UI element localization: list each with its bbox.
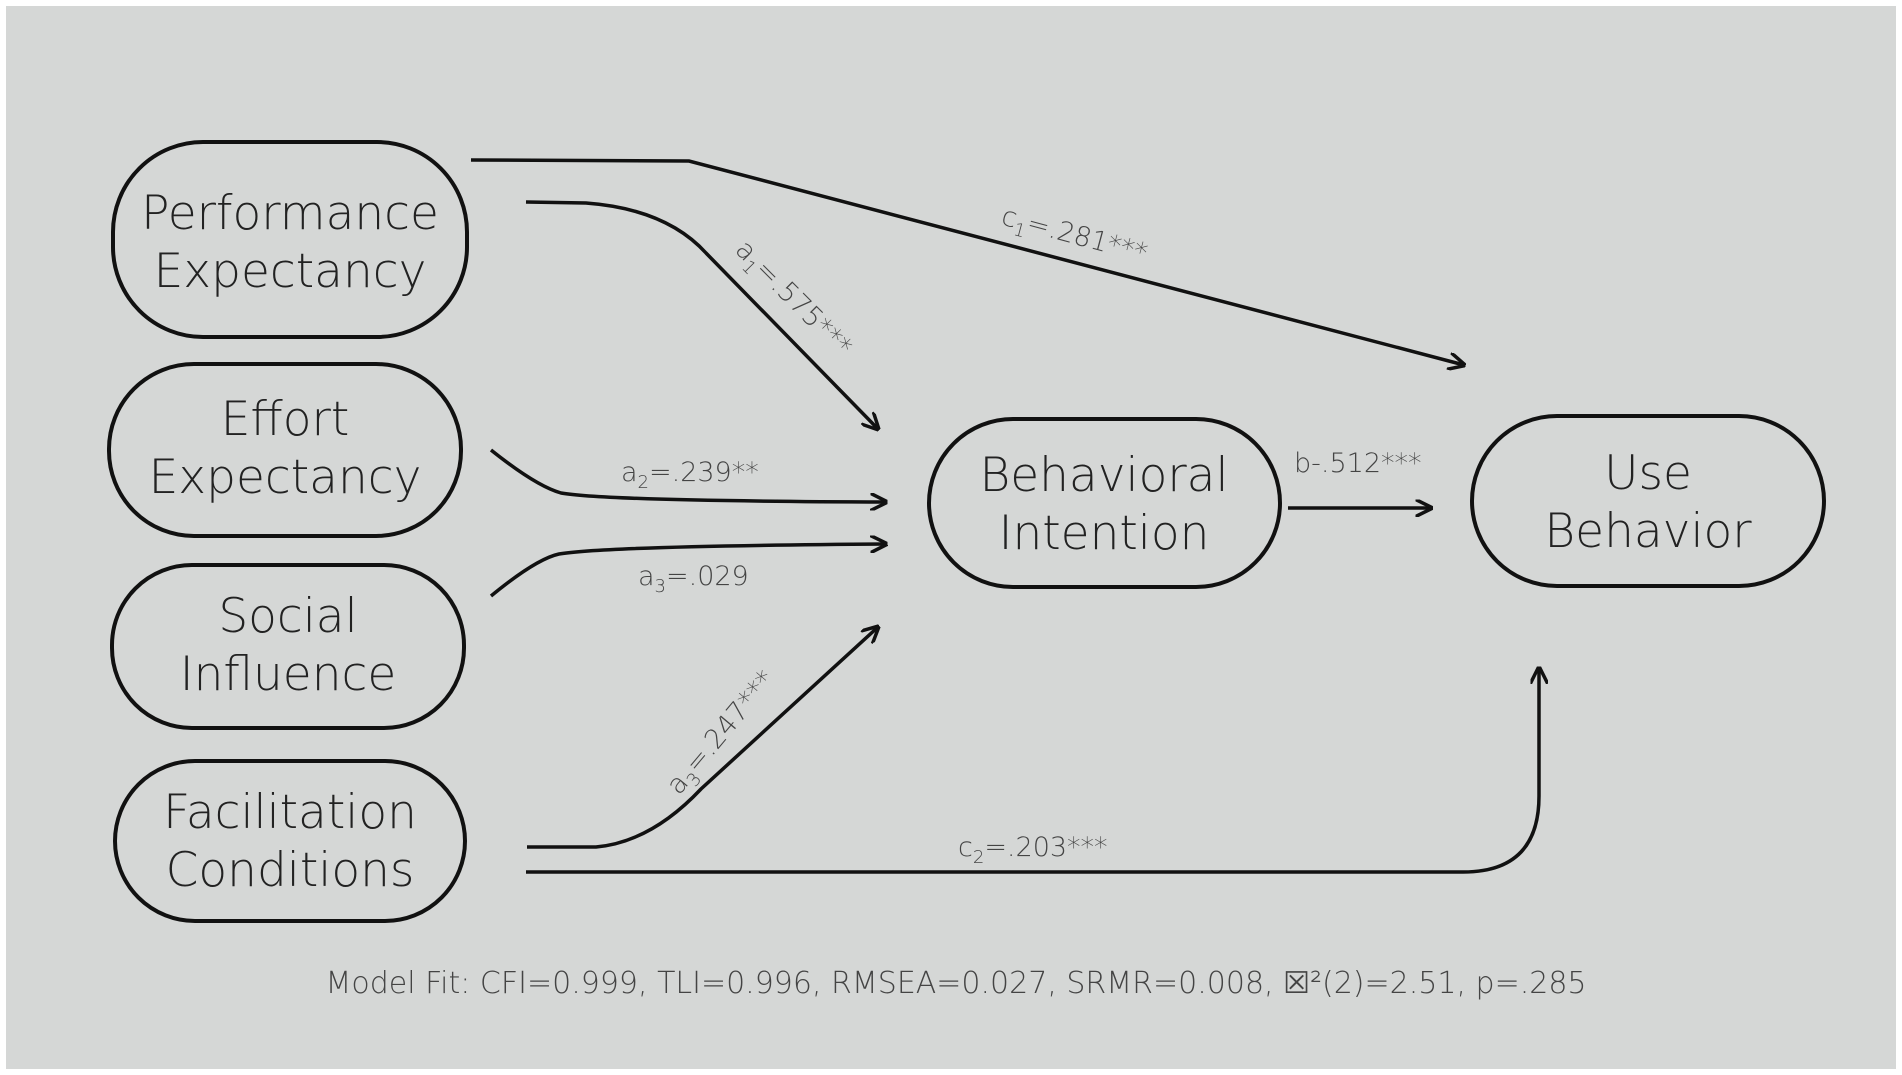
node-box xyxy=(107,362,463,538)
node-use-behavior: Use Behavior xyxy=(1470,414,1826,588)
path-label-a3-social: a3=.029 xyxy=(638,561,749,597)
node-label-line2: Behavior xyxy=(1544,504,1752,559)
node-box xyxy=(927,417,1282,589)
path-label-c2: c2=.203*** xyxy=(958,832,1108,868)
diagram-canvas: Performance Expectancy Effort Expectancy… xyxy=(6,6,1896,1069)
node-effort-expectancy: Effort Expectancy xyxy=(107,362,463,538)
edge-a2 xyxy=(489,448,886,502)
node-performance-expectancy: Performance Expectancy xyxy=(111,140,469,339)
node-label-line2: Intention xyxy=(999,506,1210,561)
path-label-a3-facilitation: a3=.247*** xyxy=(661,665,786,804)
node-label-line1: Effort xyxy=(221,392,350,447)
node-label-line2: Expectancy xyxy=(154,244,427,299)
node-box xyxy=(110,563,466,730)
node-label-line1: Social xyxy=(218,589,357,644)
edge-a3-facilitation xyxy=(527,627,878,849)
node-label-line1: Facilitation xyxy=(163,785,417,840)
path-label-a2: a2=.239** xyxy=(621,457,759,493)
node-social-influence: Social Influence xyxy=(110,563,466,730)
path-label-a1: a1=.575*** xyxy=(726,234,858,366)
node-behavioral-intention: Behavioral Intention xyxy=(927,417,1282,589)
edge-a1 xyxy=(525,200,878,429)
edge-a3-social xyxy=(489,544,886,598)
node-box xyxy=(113,759,467,923)
node-label-line1: Behavioral xyxy=(979,448,1228,503)
node-box xyxy=(1470,414,1826,588)
edge-c1 xyxy=(470,158,1464,365)
node-facilitation-conditions: Facilitation Conditions xyxy=(113,759,467,923)
node-label-line2: Expectancy xyxy=(149,450,422,505)
node-label-line2: Conditions xyxy=(166,843,415,898)
node-label-line1: Use xyxy=(1604,446,1692,501)
edge-c2 xyxy=(526,668,1539,874)
model-fit-footer: Model Fit: CFI=0.999, TLI=0.996, RMSEA=0… xyxy=(326,966,1587,1001)
node-box xyxy=(111,140,469,339)
node-label-line2: Influence xyxy=(180,647,397,702)
node-label-line1: Performance xyxy=(141,186,439,241)
path-label-b: b-.512*** xyxy=(1294,448,1422,479)
path-diagram: Performance Expectancy Effort Expectancy… xyxy=(107,140,1826,1001)
